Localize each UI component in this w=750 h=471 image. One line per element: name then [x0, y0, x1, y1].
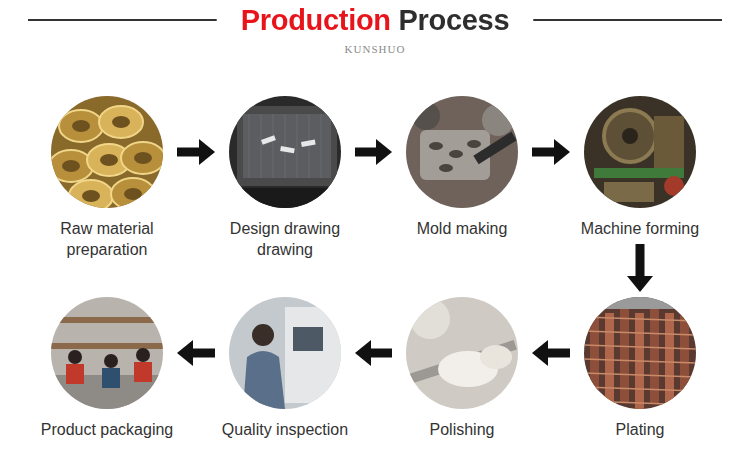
process-step: Mold making: [406, 96, 518, 239]
flow-arrow: [369, 349, 392, 358]
step-caption: Polishing: [382, 419, 542, 440]
step-caption: Machine forming: [560, 218, 720, 239]
photo-illustration: [584, 297, 696, 409]
step-caption: Product packaging: [27, 419, 187, 440]
process-step: Product packaging: [51, 297, 163, 440]
process-step: Machine forming: [584, 96, 696, 239]
step-photo: [229, 297, 341, 409]
photo-illustration: [406, 297, 518, 409]
step-caption: Quality inspection: [205, 419, 365, 440]
process-step: Raw material preparation: [51, 96, 163, 260]
flow-arrow: [546, 349, 570, 358]
title-rule: [28, 19, 217, 21]
step-photo: [584, 297, 696, 409]
photo-illustration: [229, 96, 341, 208]
step-caption: Plating: [560, 419, 720, 440]
flow-arrow: [532, 148, 556, 157]
flow-arrow: [177, 148, 201, 157]
process-step: Polishing: [406, 297, 518, 440]
brand-label: KUNSHUO: [345, 43, 406, 56]
page-title: Production Process: [241, 3, 510, 37]
title-row: Production Process: [0, 3, 750, 37]
step-caption: Raw material preparation: [27, 218, 187, 260]
photo-illustration: [51, 96, 163, 208]
subtitle-row: KUNSHUO: [0, 39, 750, 57]
step-photo: [51, 96, 163, 208]
step-caption: Design drawing drawing: [205, 218, 365, 260]
flow-arrow: [355, 148, 378, 157]
step-caption: Mold making: [382, 218, 542, 239]
flow-arrow: [191, 349, 215, 358]
step-photo: [51, 297, 163, 409]
photo-illustration: [51, 297, 163, 409]
step-photo: [229, 96, 341, 208]
process-step: Design drawing drawing: [229, 96, 341, 260]
title-rule: [533, 19, 722, 21]
flow-arrow: [636, 244, 645, 278]
photo-illustration: [229, 297, 341, 409]
process-step: Quality inspection: [229, 297, 341, 440]
step-photo: [584, 96, 696, 208]
photo-illustration: [584, 96, 696, 208]
photo-illustration: [406, 96, 518, 208]
step-photo: [406, 96, 518, 208]
step-photo: [406, 297, 518, 409]
process-step: Plating: [584, 297, 696, 440]
